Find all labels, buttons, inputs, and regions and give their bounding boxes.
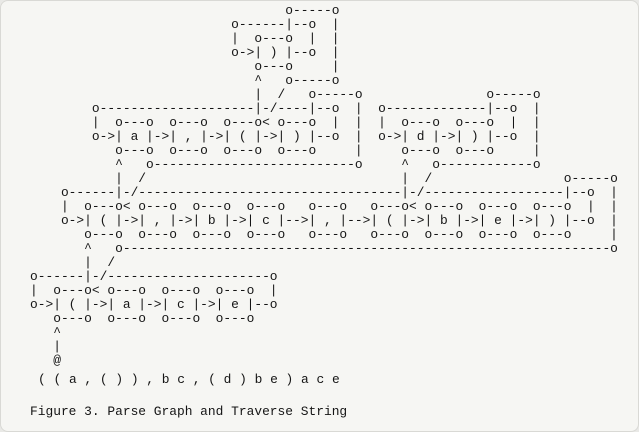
traverse-string: ( ( a , ( ) ) , b c , ( d ) b e ) a c e — [38, 372, 340, 387]
figure-caption: Figure 3. Parse Graph and Traverse Strin… — [30, 404, 348, 419]
parse-graph-ascii-art: o-----o o------|--o | | o---o | | o->| )… — [30, 3, 618, 368]
